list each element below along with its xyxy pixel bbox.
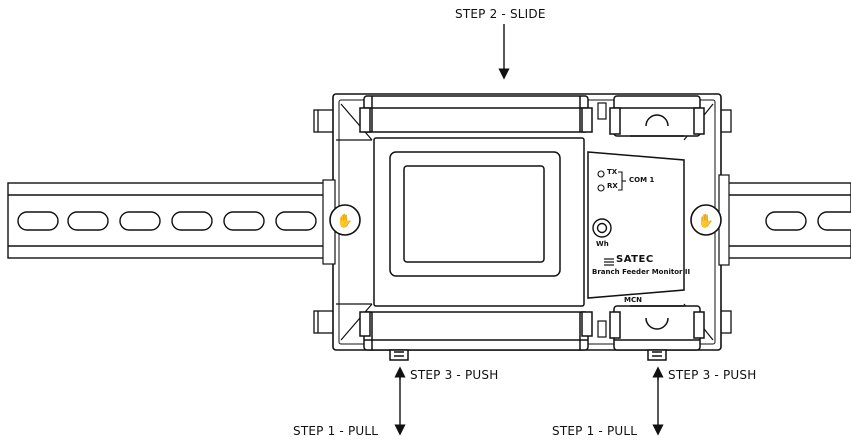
label-step1-right: STEP 1 - PULL (552, 424, 638, 438)
arrows (394, 24, 664, 436)
latch-left: ✋ (329, 204, 361, 236)
rail-slots (17, 211, 851, 231)
wh-button (592, 218, 612, 238)
clip-top-left (359, 95, 593, 133)
com-port-label: COM 1 (629, 176, 655, 184)
label-step3-left: STEP 3 - PUSH (410, 368, 499, 382)
wh-label: Wh (596, 240, 609, 248)
latch-right: ✋ (690, 204, 722, 236)
led-tx-label: TX (607, 168, 618, 176)
svg-text:✋: ✋ (337, 213, 353, 229)
brand-name: SATEC (616, 254, 654, 265)
clip-bottom-right (609, 305, 705, 361)
label-step3-right: STEP 3 - PUSH (668, 368, 757, 382)
mcn-label: MCN (624, 296, 642, 304)
led-indicators (597, 170, 626, 192)
label-step1-left: STEP 1 - PULL (293, 424, 379, 438)
svg-text:✋: ✋ (698, 213, 714, 229)
label-step2: STEP 2 - SLIDE (455, 7, 546, 21)
satec-logo-icon (604, 258, 614, 266)
clip-bottom-left (359, 311, 593, 361)
clip-slots (597, 102, 607, 338)
model-name: Branch Feeder Monitor II (592, 268, 691, 276)
display-window (373, 137, 585, 307)
led-rx-label: RX (607, 182, 618, 190)
clip-top-right (609, 95, 705, 137)
